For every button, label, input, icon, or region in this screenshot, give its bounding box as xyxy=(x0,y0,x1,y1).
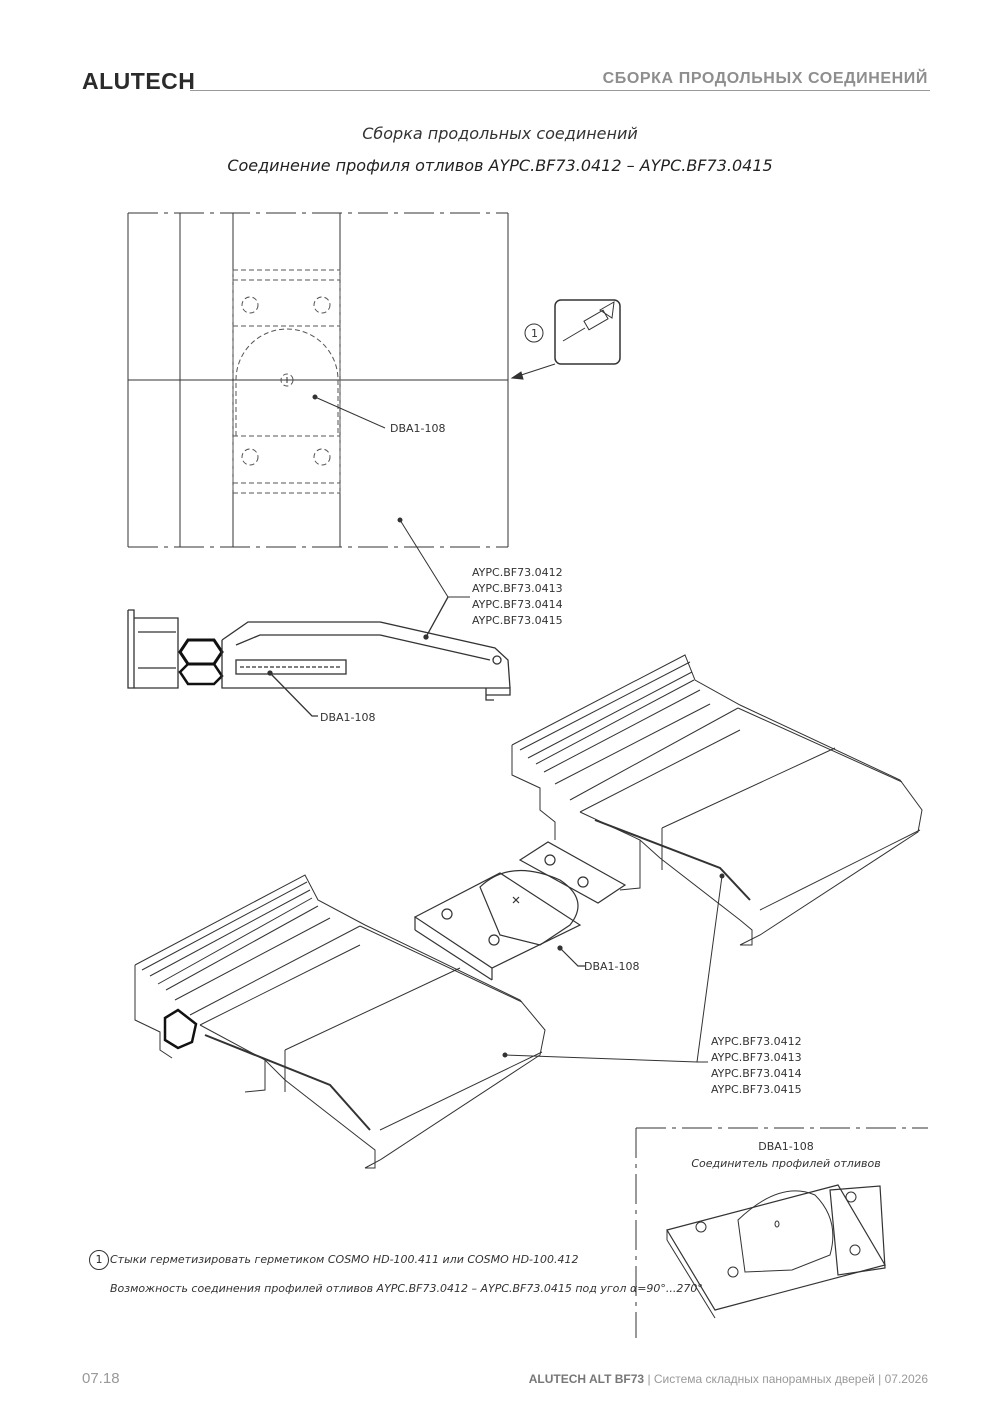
detail-frame xyxy=(635,1127,928,1338)
label-iso-profile-2: AYPC.BF73.0413 xyxy=(711,1051,802,1064)
cross-section-view xyxy=(127,596,511,717)
left-profile-isometric xyxy=(134,874,698,1169)
section-title: СБОРКА ПРОДОЛЬНЫХ СОЕДИНЕНИЙ xyxy=(602,70,928,87)
label-profile-3: AYPC.BF73.0414 xyxy=(472,598,563,611)
footer-product: ALUTECH ALT BF73 xyxy=(528,1372,645,1386)
label-iso-profile-3: AYPC.BF73.0414 xyxy=(711,1067,802,1080)
document-title: Сборка продольных соединений xyxy=(362,124,638,143)
note-angle: Возможность соединения профилей отливов … xyxy=(110,1282,703,1295)
page-number: 07.18 xyxy=(82,1370,120,1387)
note-marker: 1 xyxy=(89,1250,109,1270)
note-sealing: Стыки герметизировать герметиком COSMO H… xyxy=(110,1253,579,1266)
label-profile-2: AYPC.BF73.0413 xyxy=(472,582,563,595)
header-divider xyxy=(190,90,930,91)
detail-caption: Соединитель профилей отливов xyxy=(691,1157,880,1170)
footer-description: | Система складных панорамных дверей | 0… xyxy=(644,1372,928,1386)
document-subtitle: Соединение профиля отливов AYPC.BF73.041… xyxy=(227,156,773,175)
callout-marker-1: 1 xyxy=(531,327,538,340)
label-iso-profile-4: AYPC.BF73.0415 xyxy=(711,1083,802,1096)
label-iso-profile-1: AYPC.BF73.0412 xyxy=(711,1035,802,1048)
label-connector-iso: DBA1-108 xyxy=(584,960,640,973)
right-profile-isometric xyxy=(511,654,923,1063)
label-profile-4: AYPC.BF73.0415 xyxy=(472,614,563,627)
brand-logo: ALUTECH xyxy=(82,68,196,94)
label-connector-plan: DBA1-108 xyxy=(390,422,446,435)
connector-isometric xyxy=(413,841,627,981)
plan-view xyxy=(127,212,621,598)
label-connector-section: DBA1-108 xyxy=(320,711,376,724)
label-profile-1: AYPC.BF73.0412 xyxy=(472,566,563,579)
detail-code: DBA1-108 xyxy=(758,1140,814,1153)
footer-text: ALUTECH ALT BF73 | Система складных пано… xyxy=(529,1372,928,1386)
